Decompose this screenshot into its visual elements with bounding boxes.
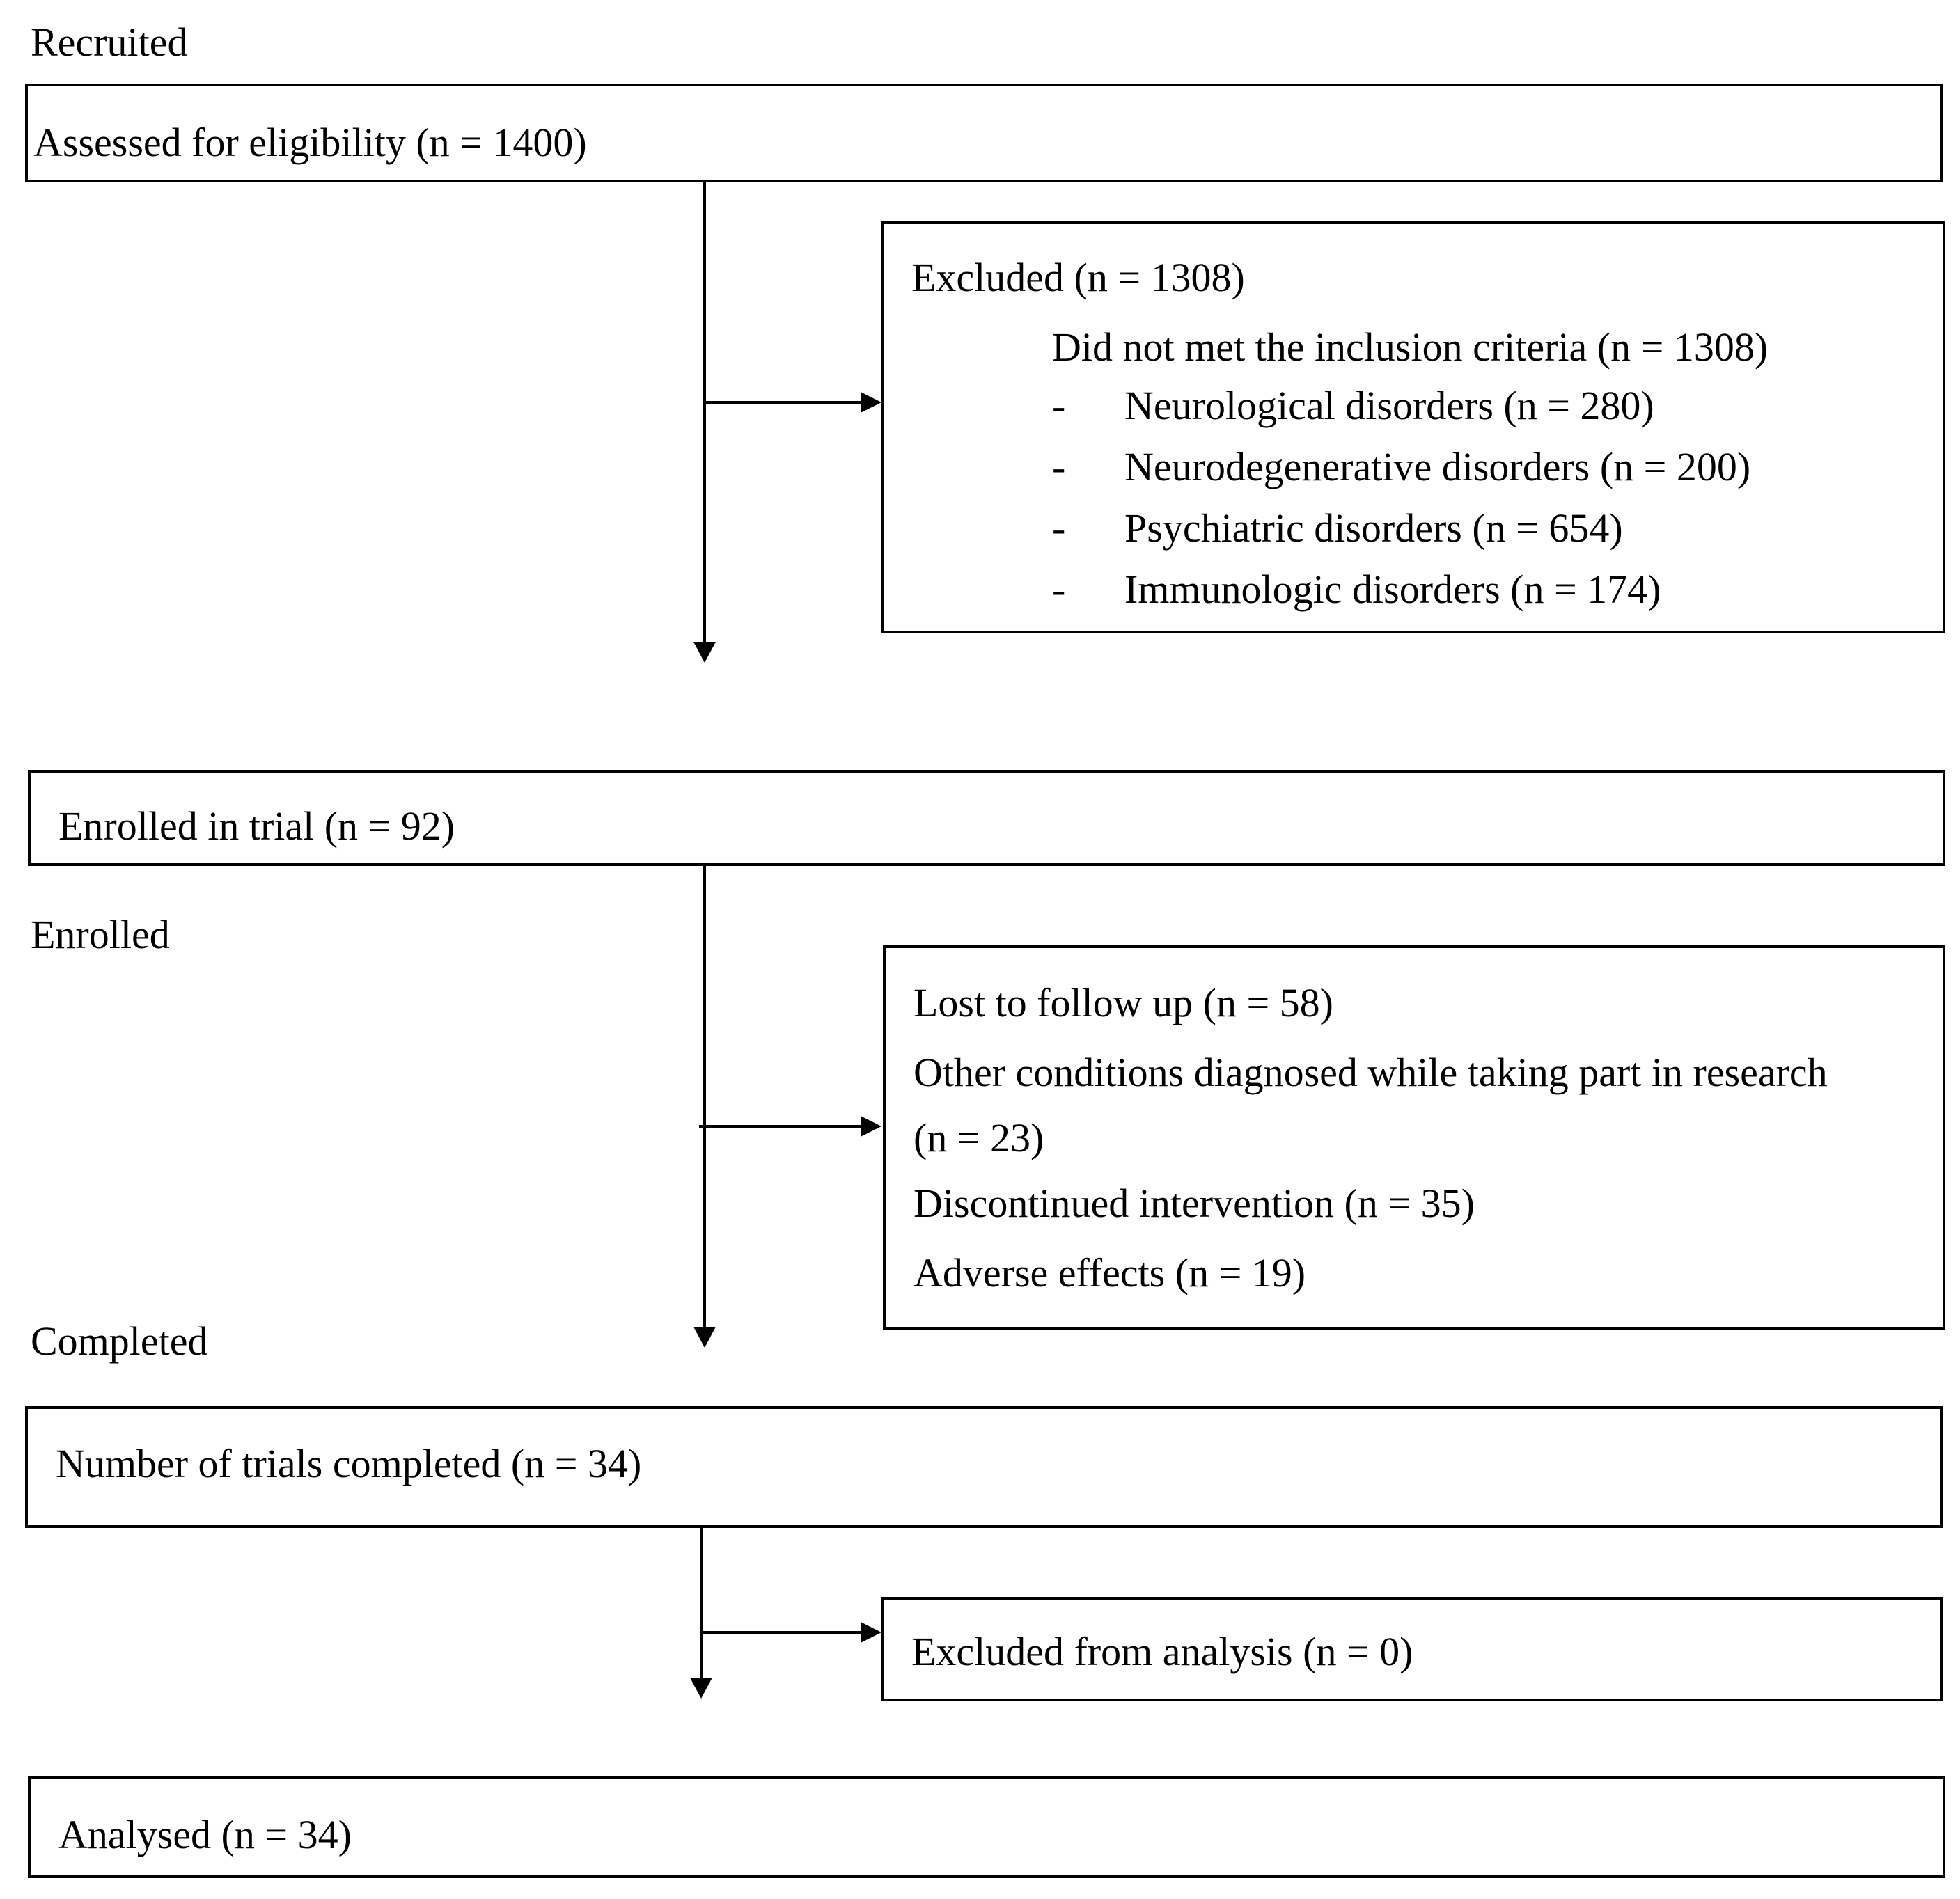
arrowhead-down-2: [693, 1327, 716, 1348]
trials-completed-text: Number of trials completed (n = 34): [56, 1441, 642, 1486]
stage-label-completed: Completed: [31, 1318, 208, 1364]
excluded-item-dash: -: [1052, 444, 1066, 489]
analysed-box: Analysed (n = 34): [28, 1776, 1945, 1878]
attrition-discontinued: Discontinued intervention (n = 35): [914, 1181, 1475, 1226]
arrowhead-down-3: [690, 1678, 712, 1699]
excluded-box: Excluded (n = 1308) Did not met the incl…: [881, 221, 1945, 633]
excluded-analysis-text: Excluded from analysis (n = 0): [911, 1629, 1413, 1674]
enrolled-box: Enrolled in trial (n = 92): [28, 770, 1945, 866]
attrition-box: Lost to follow up (n = 58) Other conditi…: [883, 945, 1945, 1330]
excluded-criteria: Did not met the inclusion criteria (n = …: [1052, 324, 1769, 370]
excluded-title: Excluded (n = 1308): [911, 255, 1245, 300]
arrowhead-right-3: [861, 1622, 881, 1643]
arrowhead-down-1: [693, 642, 716, 663]
assessed-box: Assessed for eligibility (n = 1400): [25, 84, 1943, 182]
stage-label-recruited: Recruited: [31, 19, 188, 65]
analysed-text: Analysed (n = 34): [58, 1812, 352, 1857]
excluded-analysis-box: Excluded from analysis (n = 0): [881, 1597, 1943, 1701]
excluded-item-immunologic: Immunologic disorders (n = 174): [1124, 567, 1661, 612]
excluded-item-psychiatric: Psychiatric disorders (n = 654): [1124, 505, 1623, 551]
enrolled-text: Enrolled in trial (n = 92): [58, 803, 455, 849]
attrition-lost: Lost to follow up (n = 58): [914, 980, 1333, 1025]
attrition-adverse: Adverse effects (n = 19): [914, 1250, 1306, 1295]
excluded-item-neurodegenerative: Neurodegenerative disorders (n = 200): [1124, 444, 1751, 489]
excluded-item-dash: -: [1052, 505, 1066, 551]
excluded-item-neurological: Neurological disorders (n = 280): [1124, 383, 1654, 428]
stage-label-enrolled: Enrolled: [31, 912, 170, 957]
excluded-item-dash: -: [1052, 383, 1066, 428]
arrowhead-right-2: [861, 1116, 881, 1137]
attrition-other-line1: Other conditions diagnosed while taking …: [914, 1050, 1828, 1095]
assessed-text: Assessed for eligibility (n = 1400): [33, 120, 587, 165]
attrition-other-line2: (n = 23): [914, 1115, 1044, 1160]
trials-completed-box: Number of trials completed (n = 34): [25, 1406, 1943, 1528]
arrowhead-right-1: [861, 392, 881, 413]
excluded-item-dash: -: [1052, 567, 1066, 612]
